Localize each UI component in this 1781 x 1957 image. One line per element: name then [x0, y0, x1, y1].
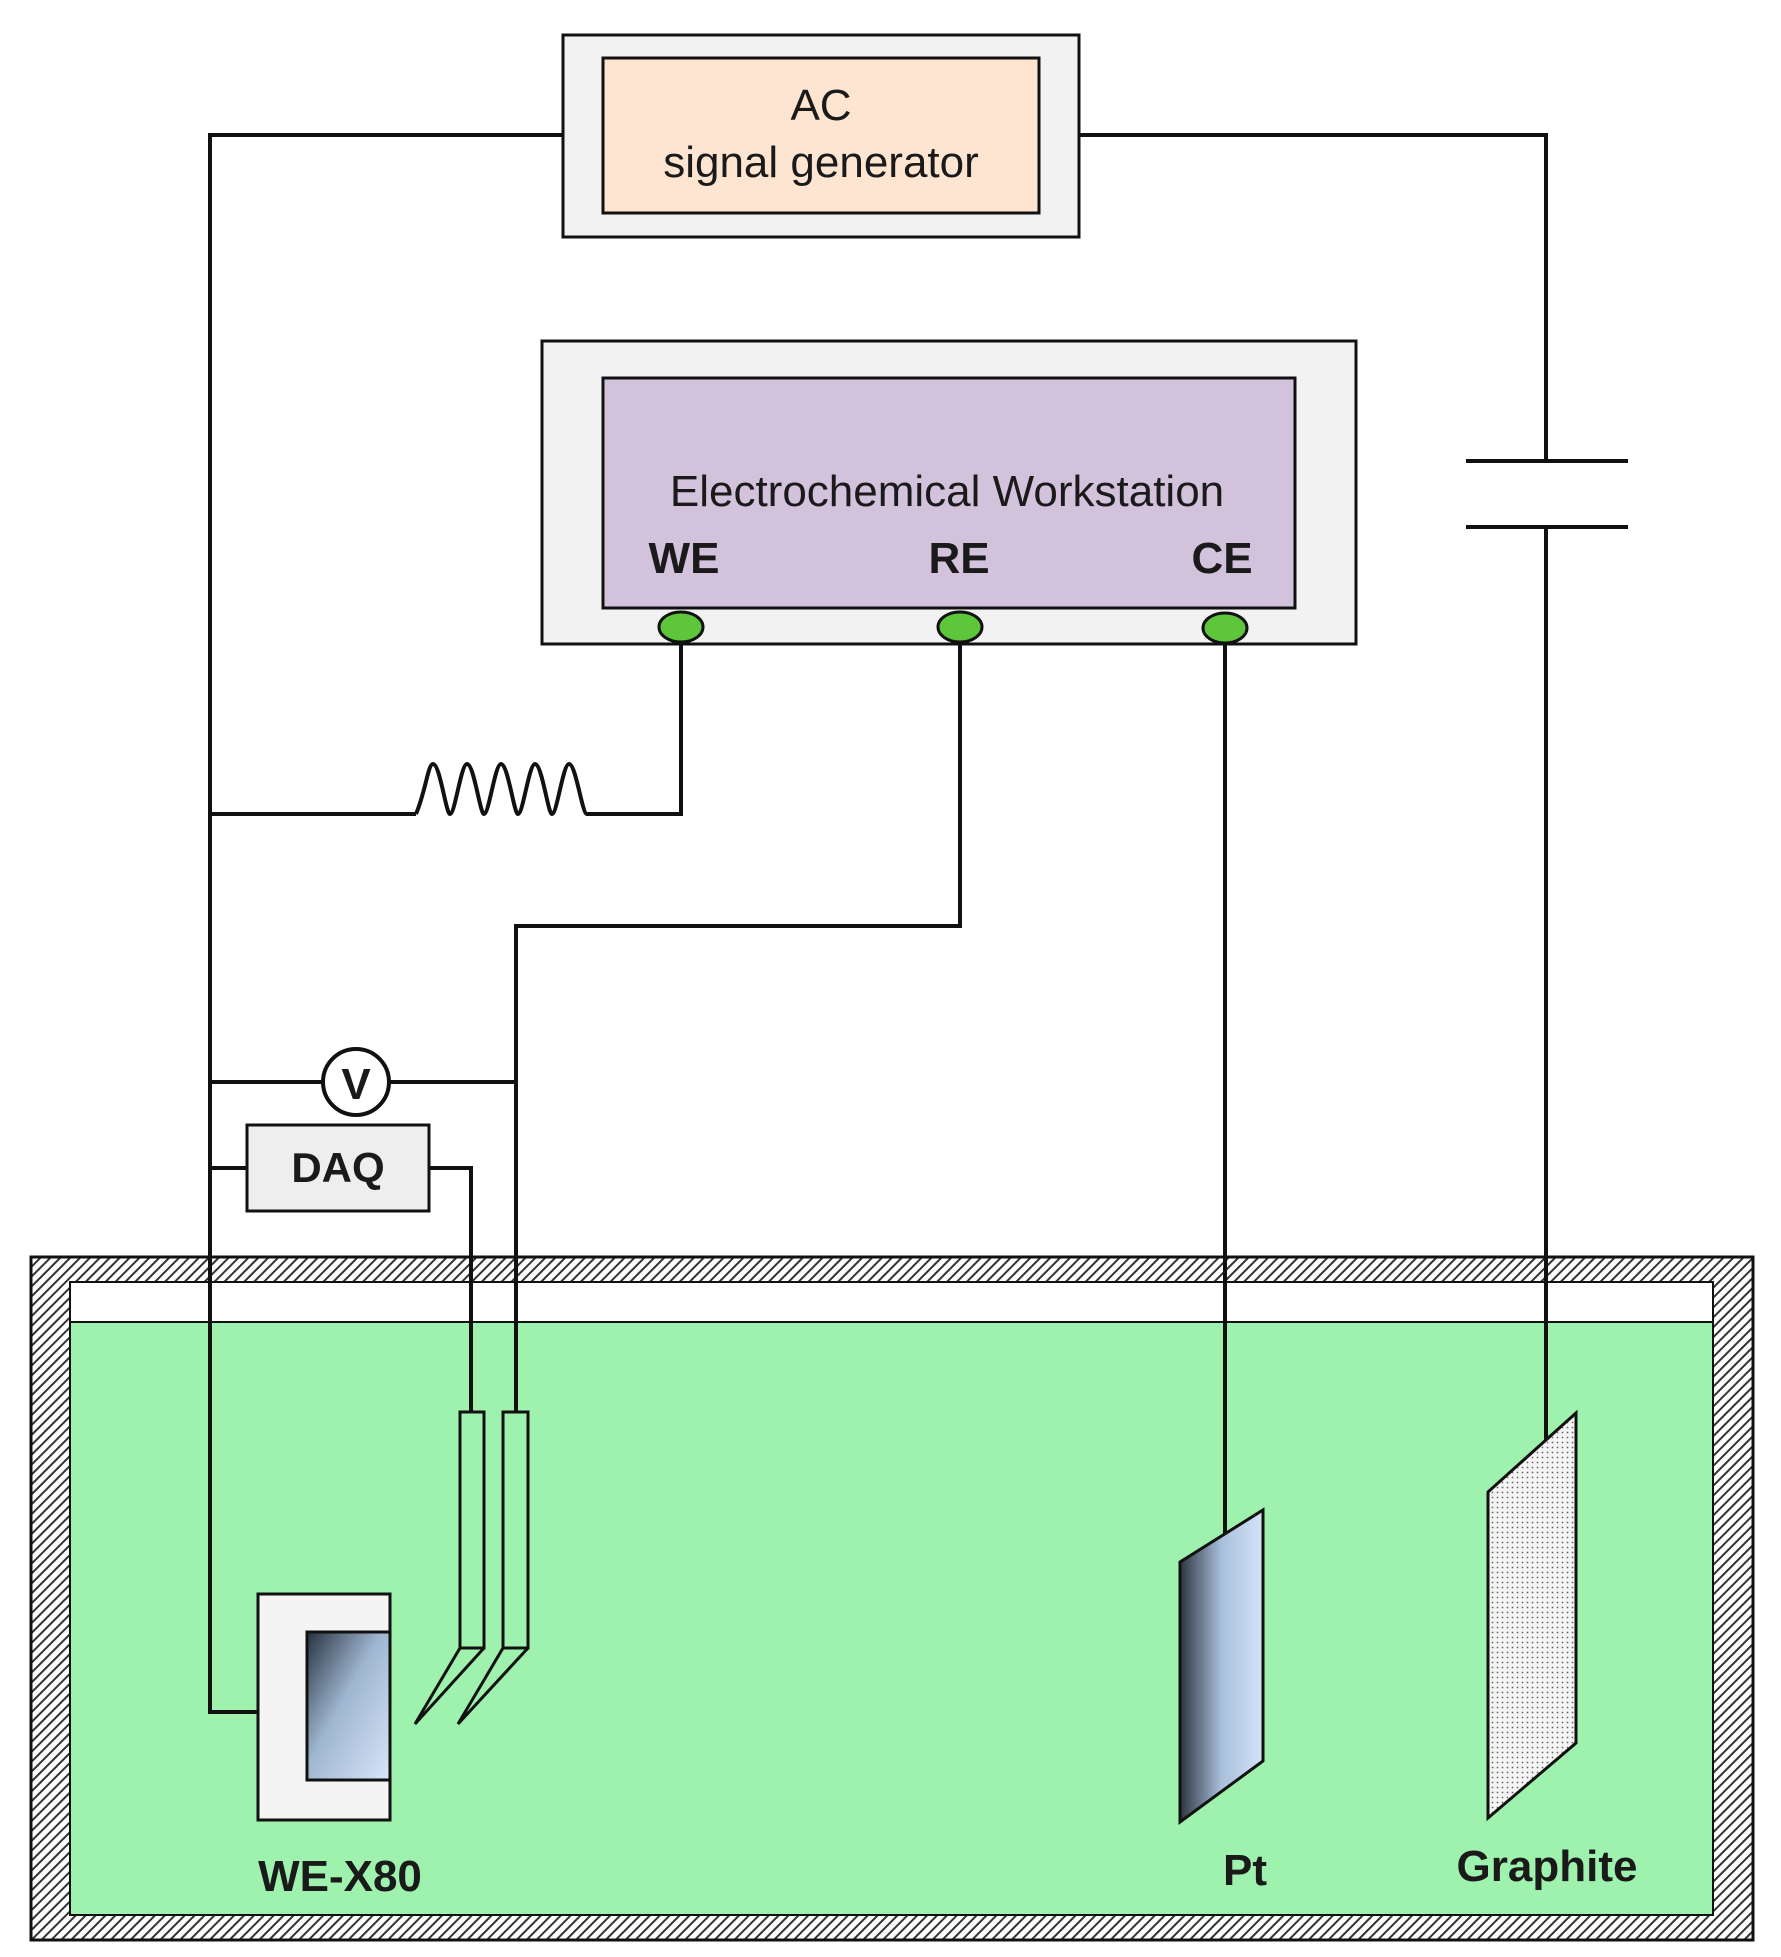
ac-generator-label-line1: AC — [790, 81, 851, 130]
ac-left-lead-wire — [208, 133, 563, 1714]
working-electrode: WE-X80 — [256, 1592, 422, 1901]
workstation-ce-label: CE — [1191, 534, 1252, 583]
workstation-we-label: WE — [649, 534, 720, 583]
pt-label: Pt — [1223, 1846, 1267, 1895]
ac-signal-generator: AC signal generator — [561, 33, 1081, 239]
re-to-reference-electrode-wire — [514, 642, 962, 1412]
graphite-label: Graphite — [1457, 1842, 1638, 1891]
ac-right-lead-wire — [1079, 133, 1548, 460]
sensing-probes — [413, 1410, 530, 1726]
probe-right-tip — [456, 1646, 530, 1726]
voltmeter-symbol: V — [341, 1060, 371, 1109]
electrochemical-workstation: Electrochemical Workstation WE RE CE — [540, 339, 1358, 646]
graphite-plate — [1486, 1409, 1578, 1822]
re-terminal — [936, 610, 984, 644]
daq-label: DAQ — [291, 1144, 384, 1191]
probe-right-body — [501, 1410, 530, 1650]
workstation-panel — [601, 376, 1297, 610]
ce-terminal — [1201, 611, 1249, 645]
graphite-electrode: Graphite — [1457, 1409, 1638, 1891]
daq-unit: DAQ — [245, 1123, 431, 1213]
ac-generator-panel — [601, 56, 1041, 215]
ac-generator-label-line2: signal generator — [663, 138, 979, 187]
voltmeter-circle — [321, 1047, 391, 1117]
we-terminal — [657, 610, 705, 644]
capacitor — [1466, 459, 1628, 529]
working-electrode-sample — [305, 1630, 392, 1782]
we-to-coil-wire — [587, 642, 683, 816]
workstation-title: Electrochemical Workstation — [670, 467, 1224, 516]
pt-plate — [1178, 1507, 1265, 1825]
workstation-re-label: RE — [928, 534, 989, 583]
daq-box — [245, 1123, 431, 1213]
probe-left-body — [458, 1410, 486, 1650]
working-electrode-label: WE-X80 — [258, 1852, 422, 1901]
pt-counter-electrode: Pt — [1178, 1507, 1267, 1895]
circuit-wires — [208, 133, 1548, 1714]
probe-left-tip — [413, 1646, 486, 1726]
voltmeter: V — [321, 1047, 391, 1117]
inductor-coil — [414, 761, 589, 817]
daq-right-wire — [429, 1166, 473, 1412]
